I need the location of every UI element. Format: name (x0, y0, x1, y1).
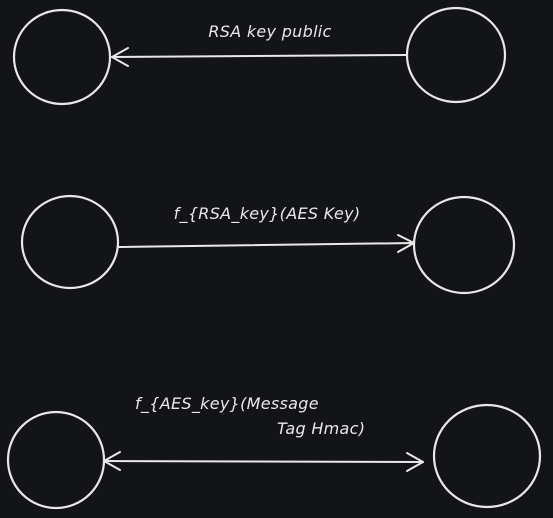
row-1-left-node (12, 8, 112, 106)
row-3: f_{AES_key}(Message Tag Hmac) (6, 394, 542, 510)
row-1-edge (111, 54, 408, 58)
row-3-label-line-2: Tag Hmac) (277, 419, 365, 438)
row-2-edge (118, 242, 415, 248)
row-3-left-node (6, 410, 106, 510)
row-1-arrowhead-left (111, 47, 129, 67)
row-2-arrowhead-right (397, 234, 415, 253)
row-2-label: f_{RSA_key}(AES Key) (174, 204, 361, 224)
row-3-arrowhead-right (406, 452, 424, 472)
row-2-label-line-1: f_{RSA_key}(AES Key) (174, 204, 361, 224)
row-2-left-node (20, 194, 120, 290)
row-1-right-node (405, 6, 507, 104)
row-1-label: RSA key public (208, 22, 331, 41)
row-2: f_{RSA_key}(AES Key) (20, 194, 516, 295)
row-3-edge (103, 460, 424, 463)
row-3-label: f_{AES_key}(Message Tag Hmac) (135, 394, 365, 438)
row-2-right-node (412, 195, 516, 295)
row-3-arrowhead-left (103, 451, 121, 471)
row-1: RSA key public (12, 6, 507, 106)
row-3-right-node (432, 403, 542, 509)
row-3-label-line-1: f_{AES_key}(Message (135, 394, 319, 414)
row-1-label-line-1: RSA key public (208, 22, 331, 41)
